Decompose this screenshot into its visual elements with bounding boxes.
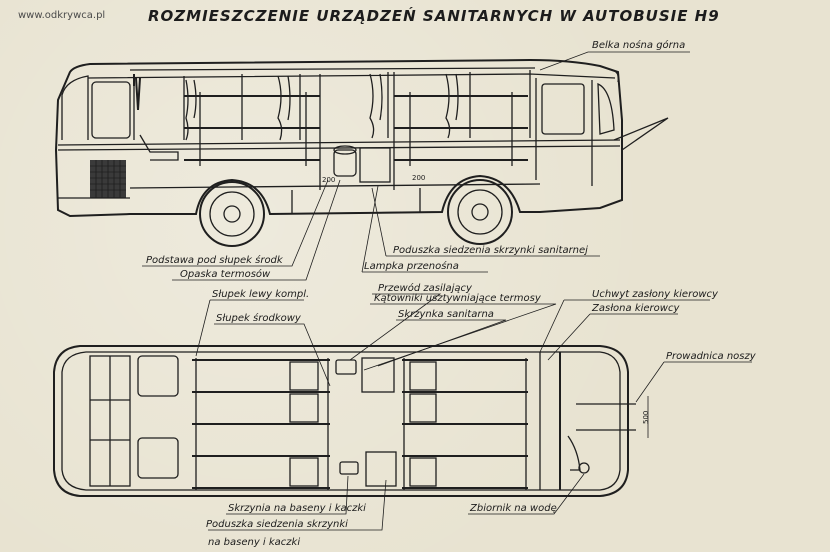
sanitary-box-plan <box>361 357 395 393</box>
rear-wheel <box>447 179 513 245</box>
side-stretchers <box>184 72 528 190</box>
label-poduszka: Poduszka siedzenia skrzynki sanitarnej <box>393 245 588 256</box>
label-uchwyt: Uchwyt zasłony kierowcy <box>592 289 719 300</box>
sanitary-box-side <box>359 147 391 183</box>
label-prowadnica: Prowadnica noszy <box>666 351 757 362</box>
label-skrzynia: Skrzynia na baseny i kaczki <box>228 503 366 514</box>
plan-stretchers <box>192 358 528 490</box>
bus-plan-view: 500 <box>53 345 650 497</box>
watermark: www.odkrywca.pl <box>18 10 106 21</box>
label-poduszka-2: na baseny i kaczki <box>208 537 300 548</box>
label-zbiornik: Zbiornik na wodę <box>469 503 557 514</box>
dim-mark-2: 200 <box>412 174 425 182</box>
label-przewod: Przewód zasilający <box>378 282 473 294</box>
label-slupek-lewy: Słupek lewy kompl. <box>212 289 309 300</box>
label-katowniki: Kątowniki usztywniające termosy <box>374 293 542 304</box>
plan-leaders <box>195 293 752 531</box>
diagram-title: ROZMIESZCZENIE URZĄDZEŃ SANITARNYCH W AU… <box>148 7 720 25</box>
plan-dim: 500 <box>642 411 650 424</box>
label-skrzynka: Skrzynka sanitarna <box>398 309 494 320</box>
label-belka: Belka nośna górna <box>592 39 685 51</box>
label-poduszka-1: Poduszka siedzenia skrzynki <box>206 519 348 530</box>
label-zaslona: Zasłona kierowcy <box>591 303 680 314</box>
front-wheel <box>199 181 265 247</box>
side-leaders <box>142 51 690 281</box>
label-opaska: Opaska termosów <box>180 268 271 280</box>
bedpan-box-plan <box>365 451 397 487</box>
label-slupek-srodkowy: Słupek środkowy <box>216 312 302 324</box>
label-lampka: Lampka przenośna <box>364 260 459 272</box>
dim-mark-1: 200 <box>322 176 335 184</box>
label-podstawa: Podstawa pod słupek środk <box>146 254 284 266</box>
bus-side-view: 200 200 <box>54 58 669 247</box>
thermos <box>333 149 357 177</box>
